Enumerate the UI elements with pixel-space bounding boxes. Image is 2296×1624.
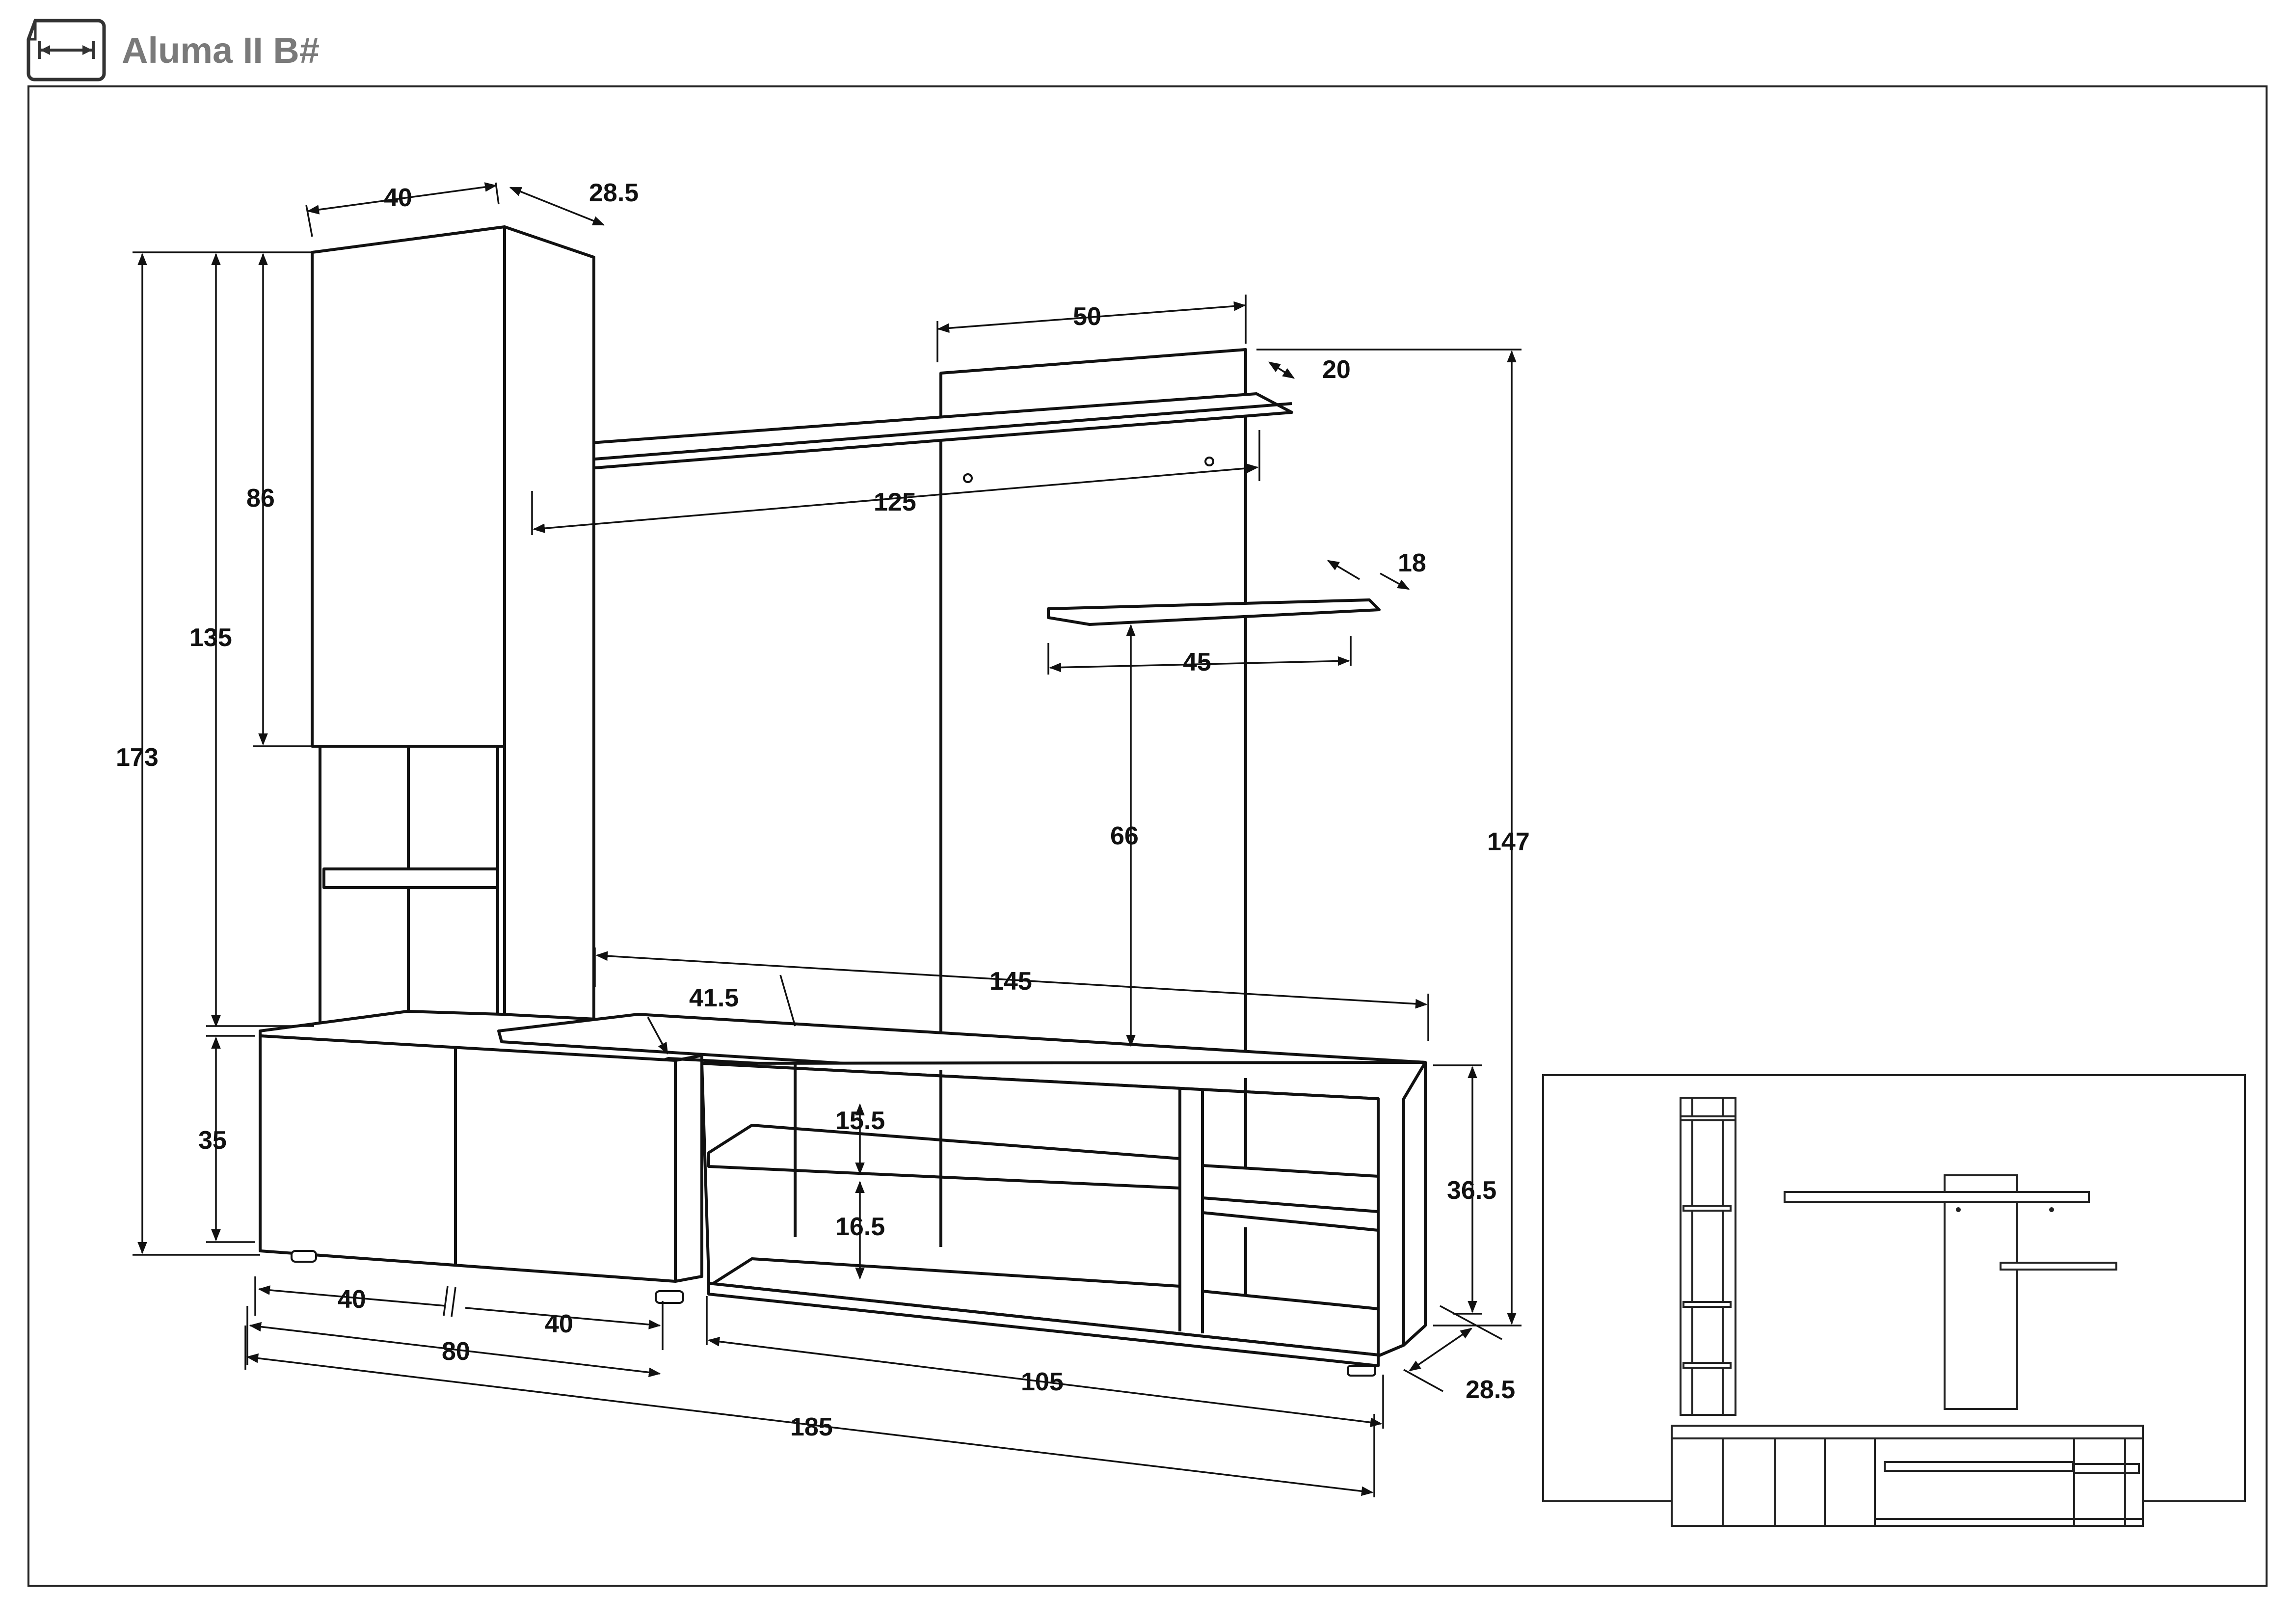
- dim-right-height: 147: [1487, 828, 1530, 856]
- drawing-frame: [27, 85, 2268, 1587]
- dim-open-base-width: 105: [1021, 1368, 1064, 1396]
- dim-top-shelf-depth: 20: [1322, 355, 1351, 384]
- dim-cabinet-depth: 28.5: [589, 179, 639, 207]
- dim-doors-total: 80: [442, 1337, 470, 1366]
- dim-right-base-height: 36.5: [1447, 1176, 1496, 1205]
- dim-door-left: 40: [338, 1285, 366, 1314]
- furniture-main-view: [259, 225, 1427, 1377]
- dim-overall-width: 185: [790, 1413, 833, 1441]
- dimension-lines: [133, 182, 1522, 1497]
- dim-small-shelf-width: 45: [1183, 648, 1211, 677]
- dim-small-shelf-depth: 18: [1398, 549, 1426, 577]
- dim-top-panel-width: 50: [1073, 302, 1101, 331]
- dim-shelf-gap-lower: 16.5: [835, 1213, 885, 1241]
- dim-shelf-gap-upper: 15.5: [835, 1107, 885, 1135]
- dimension-labels: 40 28.5 50 20 125 18 45 66 173 135 86 14…: [116, 179, 1530, 1441]
- width-dimension-icon: [27, 19, 106, 81]
- inset-preview: [1542, 1074, 2246, 1527]
- dim-cabinet-height: 86: [246, 484, 275, 513]
- dim-base-height: 35: [198, 1126, 227, 1155]
- dim-door-right: 40: [545, 1310, 573, 1338]
- page-title: Aluma II B#: [122, 30, 320, 71]
- dim-base-depth: 28.5: [1466, 1376, 1515, 1404]
- dim-tower-height: 135: [189, 623, 232, 652]
- dim-top-shelf-width: 125: [874, 488, 916, 516]
- dim-overall-height: 173: [116, 743, 159, 772]
- dim-base-width: 145: [989, 967, 1032, 996]
- dim-small-shelf-height: 66: [1110, 822, 1139, 850]
- dim-base-top-depth: 41.5: [689, 984, 739, 1012]
- dim-cabinet-width: 40: [384, 184, 412, 212]
